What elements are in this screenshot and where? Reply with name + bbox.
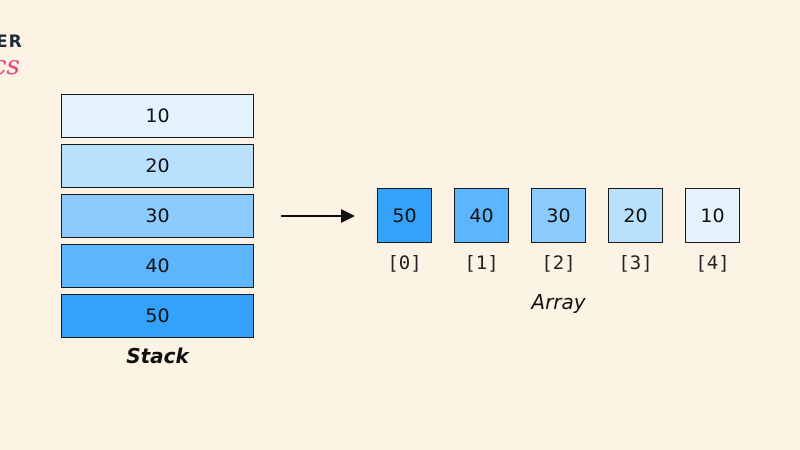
brand-logo: ER cs xyxy=(0,32,40,92)
array-cell-4: 10 xyxy=(685,188,740,243)
stack-cell-label: 10 xyxy=(145,105,170,127)
stack-cell-2: 20 xyxy=(61,144,254,188)
stack-cell-label: 50 xyxy=(145,305,170,327)
array-index-label: [4] xyxy=(695,252,730,274)
array-index-label: [3] xyxy=(618,252,653,274)
stack-caption: Stack xyxy=(126,344,189,368)
array-index-label: [2] xyxy=(541,252,576,274)
array-index-label: [1] xyxy=(464,252,499,274)
stack-cell-label: 30 xyxy=(145,205,170,227)
array-column-4: 10 [4] xyxy=(685,188,740,274)
array-column-2: 30 [2] xyxy=(531,188,586,274)
array-index-label: [0] xyxy=(387,252,422,274)
array-cell-1: 40 xyxy=(454,188,509,243)
brand-logo-line1: ER xyxy=(0,32,23,52)
array-cell-0: 50 xyxy=(377,188,432,243)
stack-cell-5: 50 xyxy=(61,294,254,338)
array-column-0: 50 [0] xyxy=(377,188,432,274)
arrow-head xyxy=(341,209,355,223)
array-cell-3: 20 xyxy=(608,188,663,243)
array-caption: Array xyxy=(531,290,586,314)
stack-cell-3: 30 xyxy=(61,194,254,238)
stack-cell-1: 10 xyxy=(61,94,254,138)
stack-cell-label: 40 xyxy=(145,255,170,277)
stack-cell-label: 20 xyxy=(145,155,170,177)
array-cell-label: 40 xyxy=(469,204,494,227)
stack-cell-4: 40 xyxy=(61,244,254,288)
array-cell-label: 50 xyxy=(392,204,417,227)
stack-diagram: 10 20 30 40 50 xyxy=(61,94,254,344)
array-column-1: 40 [1] xyxy=(454,188,509,274)
array-cell-label: 10 xyxy=(700,204,725,227)
array-cell-label: 20 xyxy=(623,204,648,227)
array-cell-2: 30 xyxy=(531,188,586,243)
array-cell-label: 30 xyxy=(546,204,571,227)
array-column-3: 20 [3] xyxy=(608,188,663,274)
right-arrow-icon xyxy=(281,209,355,223)
brand-logo-line2: cs xyxy=(0,51,20,81)
